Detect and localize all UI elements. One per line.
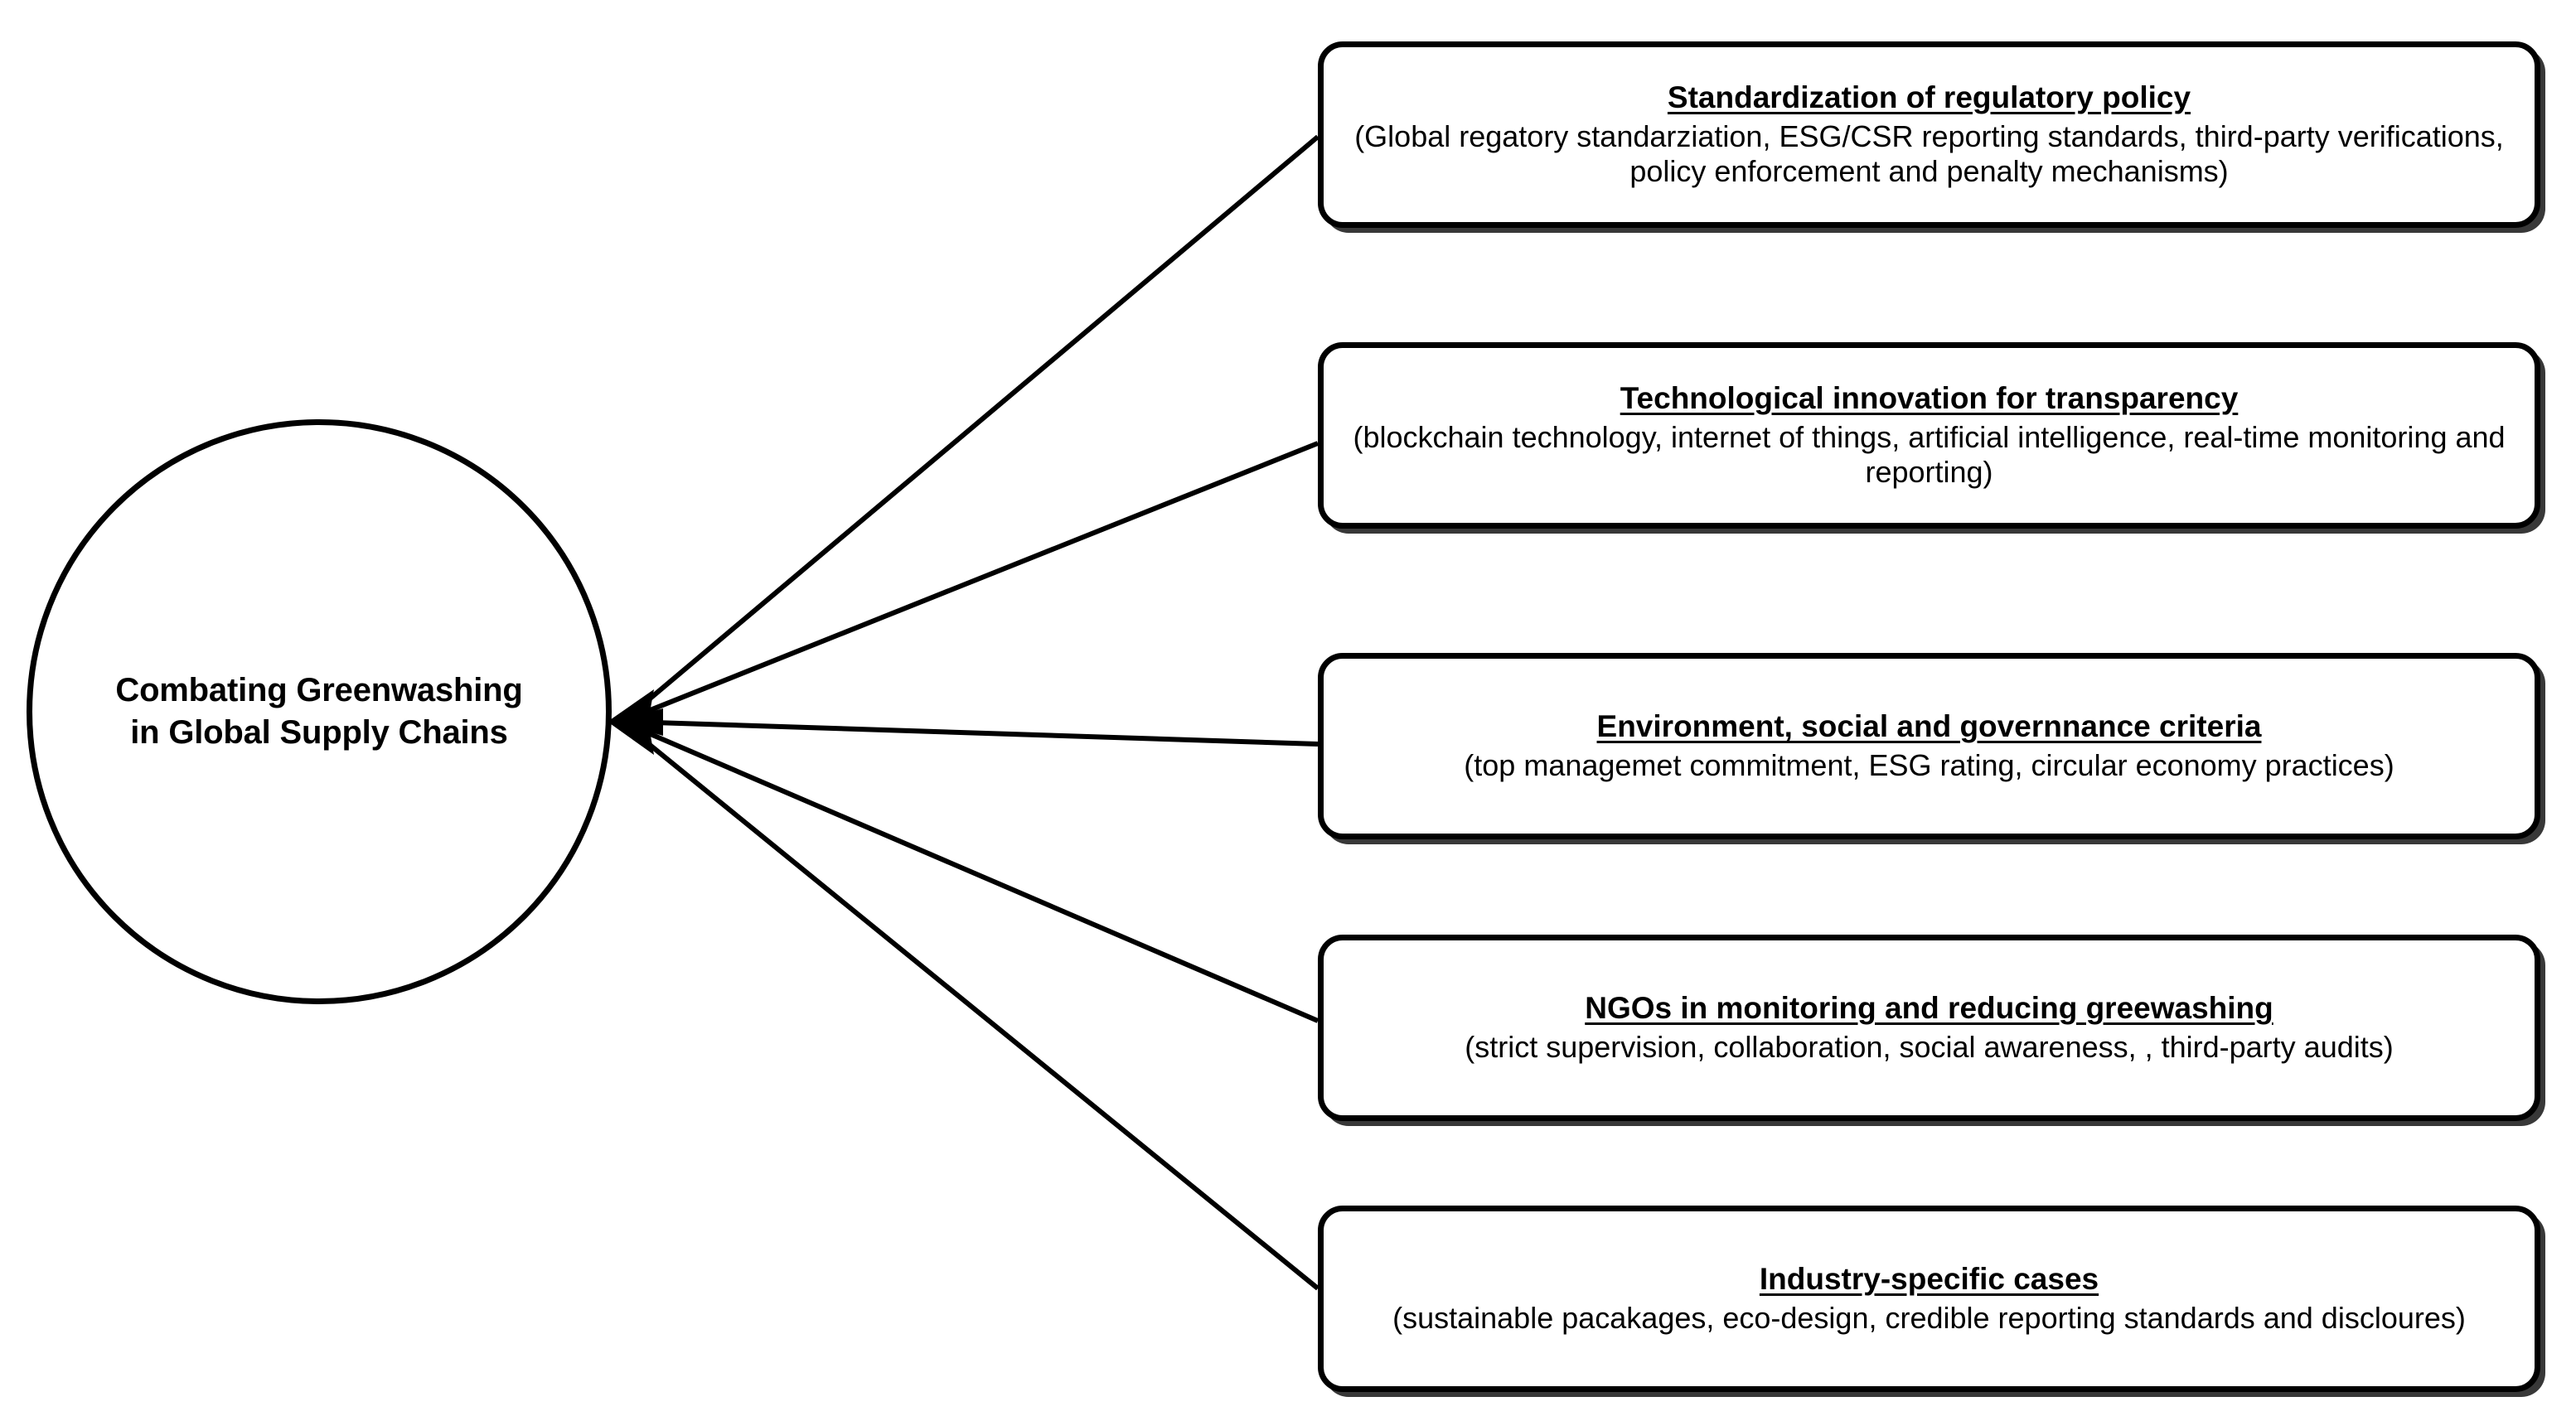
theme-box-detail: (blockchain technology, internet of thin…	[1353, 419, 2506, 490]
theme-box-environment-social-and-governance-criteria[interactable]: Environment, social and governnance crit…	[1318, 653, 2540, 839]
theme-box-detail: (top managemet commitment, ESG rating, c…	[1464, 748, 2394, 783]
theme-box-detail: (sustainable pacakages, eco-design, cred…	[1392, 1301, 2466, 1336]
theme-box-title: NGOs in monitoring and reducing greewash…	[1585, 991, 2273, 1026]
central-node-label-line-2: in Global Supply Chains	[130, 714, 508, 751]
connector-line-3	[627, 719, 1319, 747]
theme-box-title: Standardization of regulatory policy	[1667, 80, 2191, 115]
theme-box-detail: (Global regatory standarziation, ESG/CSR…	[1354, 118, 2504, 189]
connector-line-2	[626, 441, 1319, 722]
theme-box-title: Industry-specific cases	[1759, 1262, 2099, 1297]
theme-box-standardization-of-regulatory-policy[interactable]: Standardization of regulatory policy (Gl…	[1318, 41, 2540, 228]
arrowhead-icon-tail	[613, 708, 663, 736]
theme-box-ngos-in-monitoring-and-reducing-greenwashing[interactable]: NGOs in monitoring and reducing greewash…	[1318, 935, 2540, 1121]
theme-box-title: Environment, social and governnance crit…	[1596, 709, 2262, 744]
arrowhead-icon	[608, 689, 654, 755]
central-node-combating-greenwashing[interactable]: Combating Greenwashing in Global Supply …	[27, 419, 612, 1004]
central-node-label-line-1: Combating Greenwashing	[115, 671, 523, 708]
theme-box-title: Technological innovation for transparenc…	[1620, 381, 2239, 416]
connector-line-5	[626, 724, 1319, 1291]
theme-box-technological-innovation-for-transparency[interactable]: Technological innovation for transparenc…	[1318, 342, 2540, 529]
theme-box-industry-specific-cases[interactable]: Industry-specific cases (sustainable pac…	[1318, 1206, 2540, 1392]
connector-line-4	[626, 722, 1319, 1023]
theme-box-detail: (strict supervision, collaboration, soci…	[1465, 1030, 2394, 1065]
connector-line-1	[626, 134, 1319, 720]
central-node-label: Combating Greenwashing in Global Supply …	[56, 669, 583, 754]
